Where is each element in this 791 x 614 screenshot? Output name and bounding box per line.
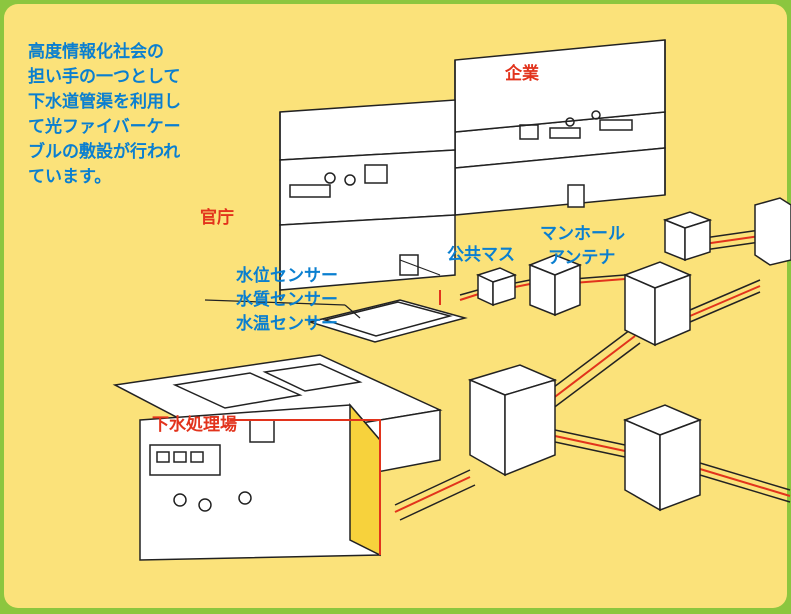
manholes (467, 197, 791, 512)
intro-text: 高度情報化社会の 担い手の一つとして 下水道管渠を利用し て光ファイバーケー ブ… (28, 40, 228, 190)
label-level-sensor: 水位センサー (236, 266, 338, 286)
treatment-plant (112, 354, 443, 561)
intro-line: 高度情報化社会の (28, 42, 164, 62)
label-government: 官庁 (200, 208, 234, 228)
label-public-basin: 公共マス (447, 245, 515, 265)
government-building (279, 99, 468, 343)
intro-line: ています。 (28, 167, 112, 187)
label-treatment-plant: 下水処理場 (152, 415, 237, 435)
company-building (454, 39, 666, 216)
intro-line: ブルの敷設が行われ (28, 142, 181, 162)
label-company: 企業 (505, 64, 539, 84)
label-temperature-sensor: 水温センサー (236, 314, 338, 334)
sewer-pipes (394, 229, 791, 521)
label-antenna: アンテナ (548, 248, 616, 268)
intro-line: 下水道管渠を利用し (28, 92, 181, 112)
label-quality-sensor: 水質センサー (236, 290, 338, 310)
label-manhole: マンホール (540, 224, 625, 244)
intro-line: て光ファイバーケー (28, 117, 181, 137)
intro-line: 担い手の一つとして (28, 67, 181, 87)
leader-lines (204, 259, 441, 319)
